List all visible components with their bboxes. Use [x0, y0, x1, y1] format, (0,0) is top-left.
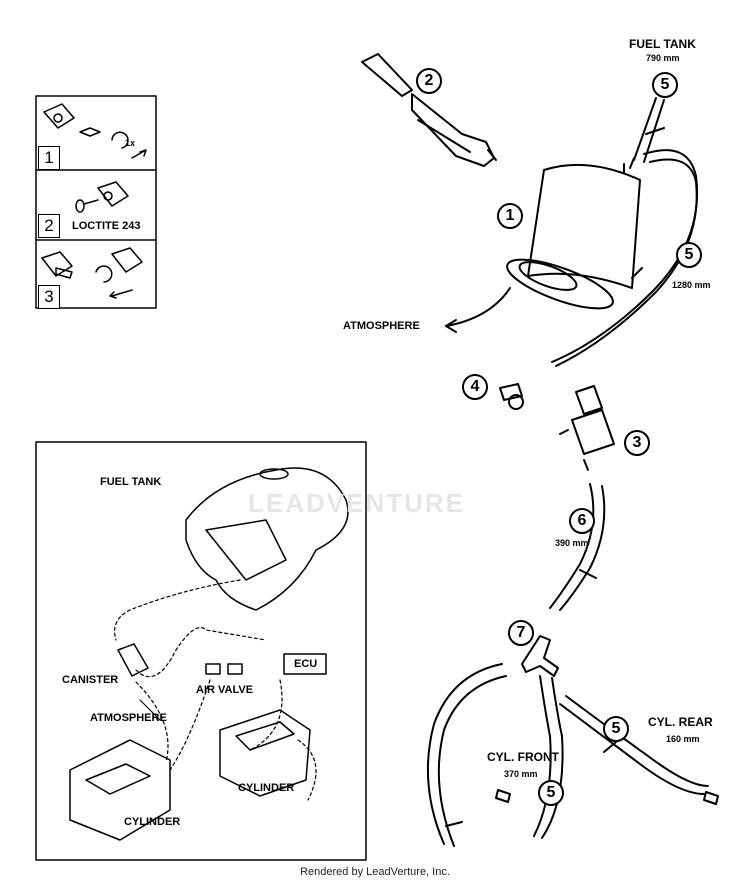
callout-2: 2: [416, 68, 442, 94]
callout-5-mid: 5: [676, 242, 702, 268]
step-3-number: 3: [38, 285, 60, 309]
callout-6: 6: [569, 508, 595, 534]
inset-label-cylinder-front: CYLINDER: [124, 816, 181, 828]
callout-7: 7: [508, 620, 534, 646]
inset-label-cylinder-rear: CYLINDER: [238, 782, 295, 794]
callout-5-rear: 5: [603, 716, 629, 742]
callout-5-top: 5: [652, 72, 678, 98]
inset-label-ecu: ECU: [294, 658, 318, 670]
inset-label-air-valve: AIR VALVE: [196, 684, 254, 696]
label-hose-1280: 1280 mm: [672, 280, 711, 290]
callout-5-front: 5: [538, 780, 564, 806]
label-atmosphere: ATMOSPHERE: [343, 320, 420, 332]
inset-label-canister: CANISTER: [62, 674, 119, 686]
inset-label-fuel-tank: FUEL TANK: [100, 476, 162, 488]
step-1-number: 1: [38, 146, 60, 170]
label-hose-390: 390 mm: [555, 538, 589, 548]
callout-3: 3: [624, 430, 650, 456]
callout-1: 1: [497, 203, 523, 229]
step-2-note: LOCTITE 243: [72, 220, 141, 232]
label-fuel-tank-length: 790 mm: [646, 53, 680, 63]
label-cyl-rear-length: 160 mm: [666, 734, 700, 744]
label-cyl-front-length: 370 mm: [504, 769, 538, 779]
step-2-number: 2: [38, 214, 60, 238]
footer-credit: Rendered by LeadVerture, Inc.: [300, 866, 450, 878]
label-fuel-tank: FUEL TANK: [629, 37, 696, 51]
watermark: LEADVENTURE: [248, 488, 466, 518]
inset-label-atmosphere: ATMOSPHERE: [90, 712, 167, 724]
step-1-note: 1x: [125, 138, 136, 148]
label-cyl-rear: CYL. REAR: [648, 715, 713, 729]
label-cyl-front: CYL. FRONT: [487, 750, 559, 764]
callout-4: 4: [462, 374, 488, 400]
